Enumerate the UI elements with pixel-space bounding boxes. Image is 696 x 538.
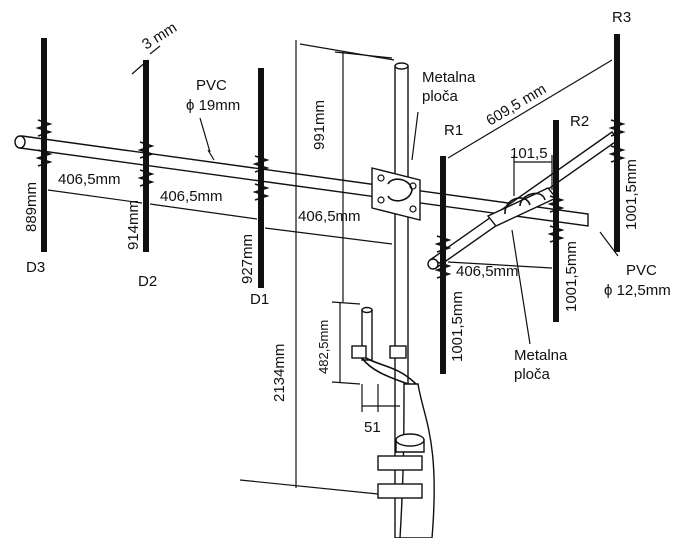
dim-d2-d1: 406,5mm xyxy=(160,188,223,205)
element-d1 xyxy=(252,68,270,288)
label-plate-top-line1: Metalna xyxy=(422,69,476,86)
dim-r1-r2: 406,5mm xyxy=(456,263,519,280)
matching-stub xyxy=(351,306,435,538)
dim-r1-length: 1001,5mm xyxy=(449,291,466,362)
element-d2 xyxy=(137,60,155,252)
label-pvc-top-dia: ϕ 19mm xyxy=(186,97,240,114)
element-d3 xyxy=(35,38,53,252)
label-r1: R1 xyxy=(444,122,463,139)
mast-plate xyxy=(371,167,421,221)
label-pvc-right: PVC xyxy=(626,262,657,279)
dim-d3-d2: 406,5mm xyxy=(58,171,121,188)
label-plate-bottom-line1: Metalna xyxy=(514,347,568,364)
element-r2 xyxy=(547,120,565,322)
dim-d3-length: 889mm xyxy=(23,182,40,232)
dim-thickness: 3 mm xyxy=(139,19,180,53)
label-r3: R3 xyxy=(612,9,631,26)
element-r3 xyxy=(608,34,626,252)
dim-r2-length: 1001,5mm xyxy=(563,241,580,312)
dim-base: 51 xyxy=(364,419,381,436)
label-d2: D2 xyxy=(138,273,157,290)
dim-d1-length: 927mm xyxy=(239,234,256,284)
label-plate-bottom-line2: ploča xyxy=(514,366,551,383)
dim-stub: 482,5mm xyxy=(316,320,331,374)
dim-r-spacing: 609,5 mm xyxy=(483,81,549,130)
label-plate-top-line2: ploča xyxy=(422,88,459,105)
label-d3: D3 xyxy=(26,259,45,276)
dim-d1-mast: 406,5mm xyxy=(298,208,361,225)
dim-small-gap: 101,5 xyxy=(510,145,548,162)
label-r2: R2 xyxy=(570,113,589,130)
label-pvc-top: PVC xyxy=(196,77,227,94)
label-pvc-right-dia: ϕ 12,5mm xyxy=(604,282,671,299)
dim-r3-length: 1001,5mm xyxy=(623,159,640,230)
element-r1 xyxy=(434,156,452,374)
label-d1: D1 xyxy=(250,291,269,308)
dimension-lines xyxy=(47,40,619,495)
dim-d2-length: 914mm xyxy=(125,200,142,250)
dim-mast-top: 991mm xyxy=(311,100,328,150)
dim-mast-total: 2134mm xyxy=(271,344,288,402)
